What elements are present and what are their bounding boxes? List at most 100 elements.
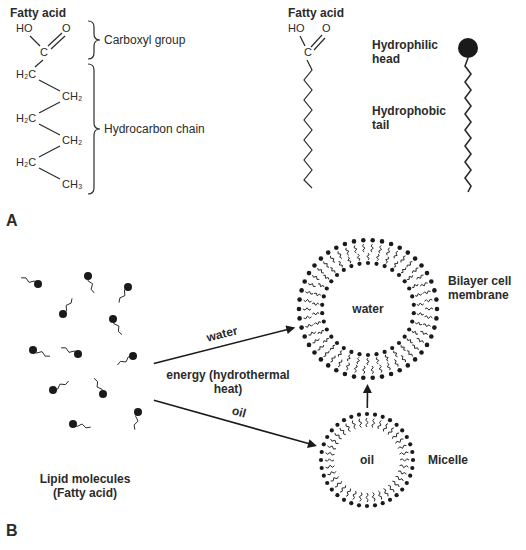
reaction-arrow: [154, 400, 317, 448]
lipid-head: [410, 320, 414, 324]
lipid-head: [307, 343, 312, 348]
lipid-tail: [326, 465, 335, 468]
lipid-head: [383, 350, 387, 354]
lipid-head: [389, 372, 394, 377]
lipid-tail: [366, 418, 368, 427]
lipid-head: [134, 408, 142, 416]
lipid-tail: [352, 421, 355, 430]
panel-title: Fatty acid: [288, 6, 344, 20]
lipid-tail: [305, 324, 313, 327]
panel-title: Fatty acid: [10, 6, 66, 20]
lipid-tail: [314, 322, 321, 325]
lipid-head: [84, 272, 92, 280]
lipid-tail: [331, 356, 336, 363]
lipid-head: [411, 458, 415, 462]
atom-label: CH₂: [62, 90, 82, 103]
lipid-tail: [363, 244, 366, 252]
atom-label: H₂C: [16, 68, 36, 81]
lipid-tail: [335, 481, 342, 487]
lipid-head: [408, 474, 412, 478]
lipid-head: [406, 250, 411, 255]
lipid-head: [390, 268, 394, 272]
edge-label: oil: [228, 402, 249, 420]
lipid-head: [432, 325, 437, 330]
lipid-head: [374, 262, 378, 266]
lipid-tail: [331, 256, 336, 263]
lipid-tail: [407, 262, 413, 268]
lipid-tail: [318, 284, 324, 288]
lipid-tail: [423, 324, 431, 327]
arrow-head: [363, 384, 372, 393]
lipid-tail: [354, 245, 357, 253]
lipid-tail: [326, 452, 335, 455]
lipid-symbol: [458, 38, 478, 192]
lipid-tail: [385, 355, 388, 362]
lipid-head: [419, 263, 424, 268]
atom-label: HO: [288, 22, 305, 35]
lipid-tail: [420, 283, 427, 287]
edge-label: water: [203, 323, 241, 345]
lipid-head: [407, 327, 411, 331]
lipid-tail: [372, 419, 375, 428]
lipid-head: [307, 271, 312, 276]
part-label: Hydrophilic head: [372, 38, 452, 66]
lipid-tail: [366, 493, 368, 502]
lipid-tail: [412, 331, 418, 335]
lipid-head: [349, 350, 353, 354]
lipid-head: [361, 376, 366, 381]
atom-label: O: [62, 22, 71, 35]
lipid-tail: [401, 345, 406, 350]
lipid-head: [334, 368, 339, 373]
brace-label: Hydrocarbon chain: [104, 122, 205, 136]
lipid-tail: [371, 366, 374, 374]
lipid-tail: [338, 251, 342, 258]
lipid-tail: [363, 366, 366, 374]
lipid-head: [380, 239, 385, 244]
lipid-head: [109, 315, 117, 323]
lipid-tail: [354, 365, 357, 373]
lipid-tail: [412, 284, 418, 288]
lipid-tail: [386, 257, 389, 264]
part-label: Hydrophobic tail: [372, 104, 452, 132]
lipid-head: [403, 335, 407, 339]
lipid-tail: [330, 268, 335, 273]
lipid-head: [342, 268, 346, 272]
lipid-tail: [324, 351, 330, 357]
lipid-tail: [412, 345, 418, 350]
lipid-head: [335, 423, 339, 427]
lipid-tail: [308, 283, 315, 287]
lipid-head: [297, 316, 302, 321]
lipid-head: [322, 320, 326, 324]
lipid-head: [425, 271, 430, 276]
node-caption: Bilayer cell membrane: [448, 274, 522, 302]
lipid-tail: [340, 485, 346, 492]
lipid-head: [413, 357, 418, 362]
lipid-tail: [398, 445, 407, 448]
lipid-tail: [308, 332, 315, 336]
lipid-head: [408, 442, 412, 446]
lipid-head: [357, 503, 361, 507]
lipid-tail: [388, 428, 394, 435]
lipid-head: [374, 352, 378, 356]
brace: [88, 21, 100, 194]
lipid-head: [335, 493, 339, 497]
lipid-tail: [396, 439, 404, 444]
lipid-tail: [348, 257, 351, 264]
lipid-head: [370, 376, 375, 381]
lipid-head: [365, 504, 369, 508]
lipid-tail: [328, 446, 337, 450]
lipid-head: [357, 413, 361, 417]
lipid-tail: [384, 424, 389, 432]
lipid-tail: [412, 268, 418, 273]
lipid-tail: [359, 419, 362, 428]
lipid-head: [297, 297, 302, 302]
lipid-tail: [417, 313, 424, 316]
bilayer-vesicle: waterBilayer cell membrane: [295, 236, 441, 382]
lipid-head: [390, 346, 394, 350]
lipid-tail: [346, 489, 351, 497]
lipid-tail: [338, 351, 342, 357]
lipid-head: [325, 435, 329, 439]
atom-label: H₂C: [16, 156, 36, 169]
lipid-tail: [400, 465, 409, 468]
lipid-head: [366, 353, 370, 357]
